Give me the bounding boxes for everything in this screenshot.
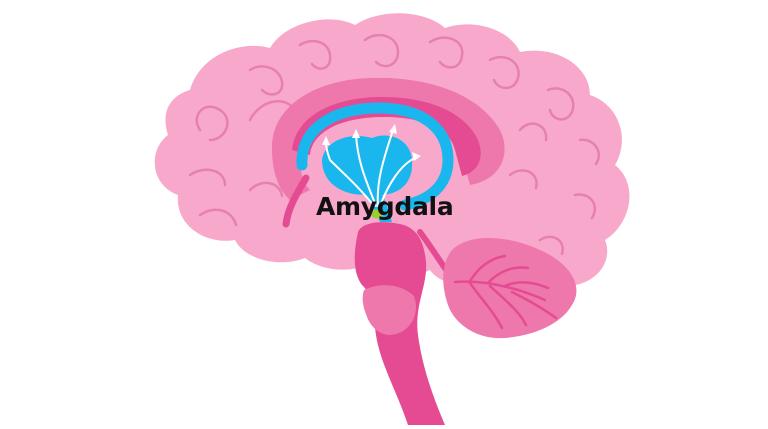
amygdala-marker — [371, 209, 383, 219]
cortex-folds — [188, 33, 601, 256]
anterior-branch — [282, 174, 310, 228]
fornix — [296, 102, 454, 211]
thalamus — [322, 135, 413, 195]
arrow-heads — [322, 124, 421, 161]
signal-arrows — [325, 129, 416, 207]
amygdala-label: Amygdala — [316, 192, 454, 221]
arbor-vitae — [453, 254, 558, 330]
pons — [362, 285, 416, 335]
